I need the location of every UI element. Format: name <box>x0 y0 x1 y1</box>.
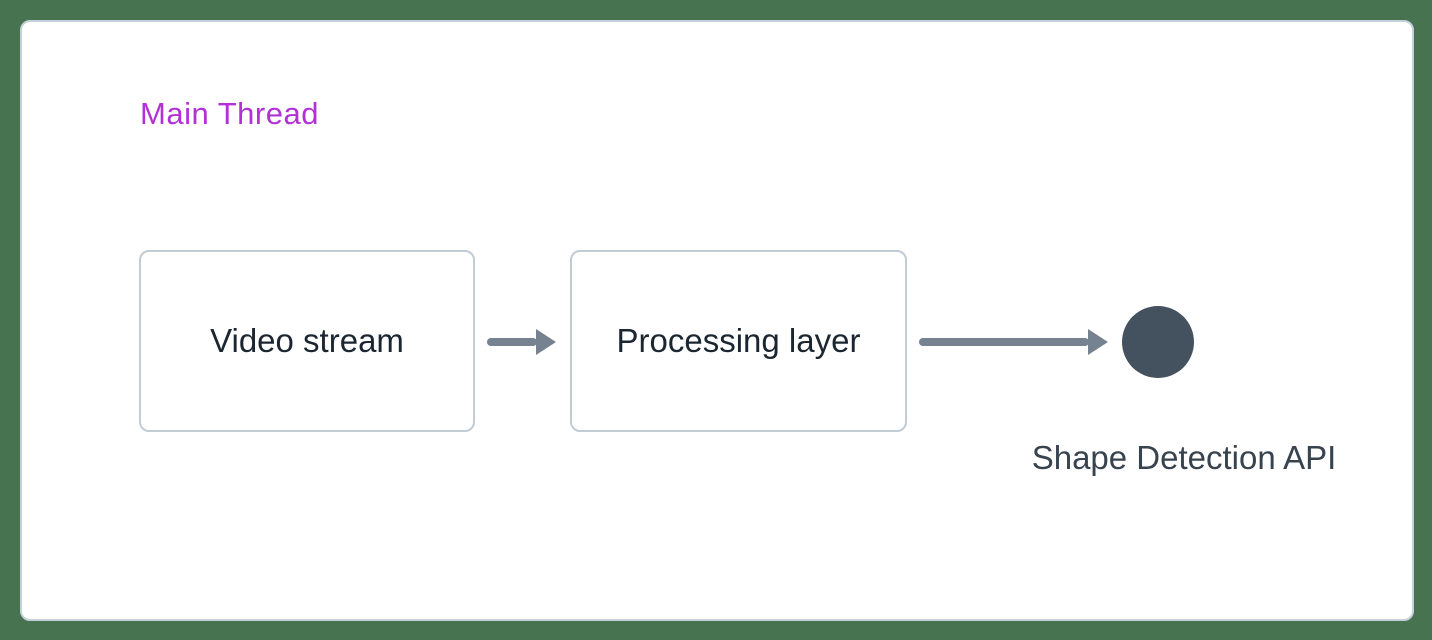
node-video-stream-label: Video stream <box>210 322 404 359</box>
node-processing-layer: Processing layer <box>570 250 907 432</box>
node-video-stream: Video stream <box>139 250 475 432</box>
arrow-right-icon <box>487 338 537 346</box>
endpoint-label: Shape Detection API <box>1031 439 1337 476</box>
node-processing-layer-label: Processing layer <box>616 322 861 359</box>
main-thread-card: Main Thread Video stream Processing laye… <box>20 20 1414 621</box>
lane-label: Main Thread <box>140 96 319 131</box>
filled-circle-icon <box>1122 306 1194 378</box>
arrow-right-icon <box>919 338 1089 346</box>
